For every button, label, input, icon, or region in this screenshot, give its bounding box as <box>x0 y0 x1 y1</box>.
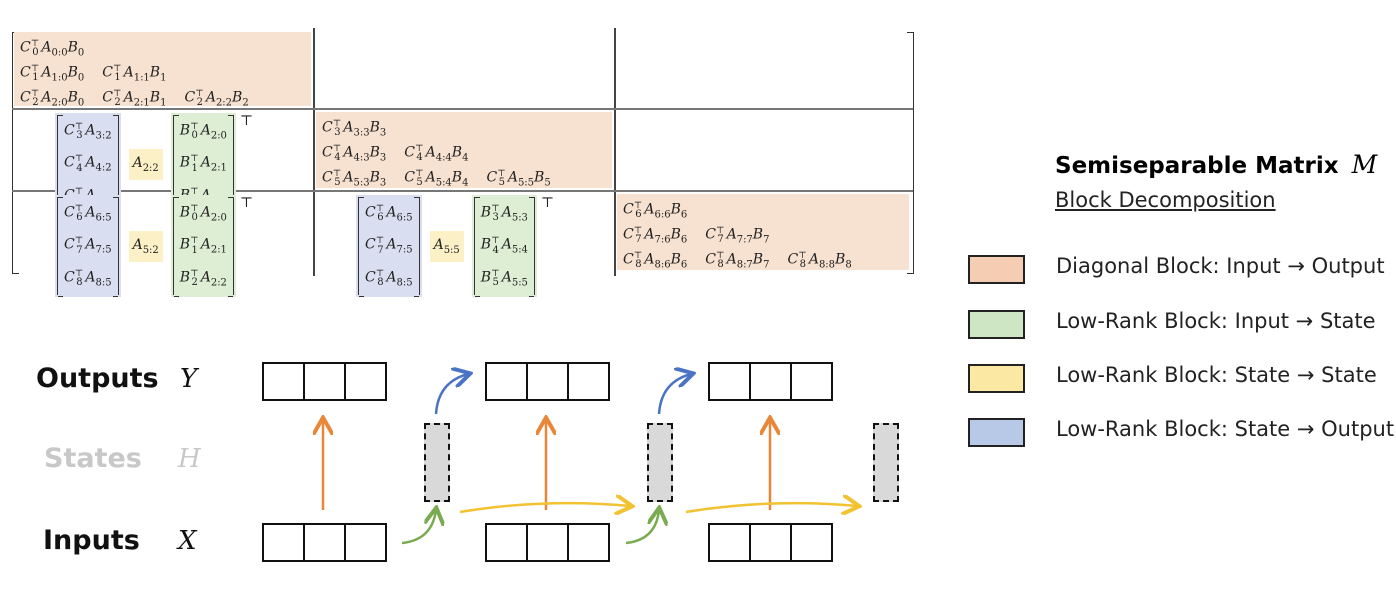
matrix-entry: C⊤8 A8:8B8 <box>787 251 852 271</box>
matrix-entry: C⊤7 A7:5 <box>365 236 413 256</box>
output-chunk <box>262 362 387 401</box>
input-chunk <box>485 523 610 562</box>
matrix-entry: C⊤6 A6:5 <box>365 204 413 224</box>
matrix-entry: C⊤2 A2:2B2 <box>184 89 249 109</box>
input-chunk <box>262 523 387 562</box>
matrix-entry: C⊤2 A2:0B0 <box>20 89 85 109</box>
states-var: H <box>178 444 201 474</box>
matrix-entry: C⊤8 A8:6B6 <box>623 251 688 271</box>
matrix-entry: B⊤0 A2:0 <box>179 122 227 142</box>
diagonal-row: C⊤3 A3:3B3 <box>316 112 612 139</box>
matrix-entry: C⊤7 A7:7B7 <box>705 226 770 246</box>
green-arrow <box>625 510 659 545</box>
legend-swatch <box>968 364 1025 393</box>
matrix-entry: B⊤1 A2:1 <box>179 236 227 256</box>
matrix-entry: B⊤5 A5:5 <box>480 268 528 289</box>
arrows-layer <box>0 0 960 545</box>
output-chunk <box>485 362 610 401</box>
matrix-entry: C⊤5 A5:3B3 <box>322 169 387 189</box>
yellow-arrow <box>685 503 857 512</box>
legend-title: Semiseparable Matrix M <box>1055 150 1377 179</box>
diagonal-row: C⊤2 A2:0B0 C⊤2 A2:1B1 C⊤2 A2:2B2 <box>14 82 311 109</box>
diagonal-row: C⊤8 A8:6B6 C⊤8 A8:7B7 C⊤8 A8:8B8 <box>617 244 909 271</box>
legend-label: Low-Rank Block: State → Output <box>1056 417 1395 441</box>
yellow-arrow <box>459 503 630 512</box>
diagonal-row: C⊤6 A6:6B6 <box>617 194 909 221</box>
input-chunk <box>708 523 833 562</box>
legend-label: Diagonal Block: Input → Output <box>1056 254 1385 278</box>
matrix-entry: C⊤1 A1:1B1 <box>102 64 167 84</box>
matrix-entry: C⊤7 A7:6B6 <box>623 226 688 246</box>
matrix-divider <box>12 190 913 192</box>
matrix-entry: C⊤0 A0:0B0 <box>20 39 85 59</box>
matrix-entry: B⊤0 A2:0 <box>179 204 227 224</box>
transpose-mark: ⊤ <box>239 195 254 211</box>
legend-subtitle: Block Decomposition <box>1055 188 1276 212</box>
matrix-divider <box>313 28 315 276</box>
diagonal-row: C⊤5 A5:3B3 C⊤5 A5:4B4 C⊤5 A5:5B5 <box>316 162 612 189</box>
matrix-entry: C⊤6 A6:6B6 <box>623 201 688 221</box>
matrix-entry: C⊤8 A8:5 <box>64 268 112 289</box>
outputs-label: Outputs <box>36 363 159 394</box>
matrix-entry: C⊤3 A3:2 <box>64 122 112 142</box>
legend-label: Low-Rank Block: State → State <box>1056 363 1377 387</box>
state-transition-factor: A5:2 <box>128 230 163 262</box>
legend-title-text: Semiseparable Matrix <box>1055 153 1339 179</box>
state-box <box>424 423 450 502</box>
diagonal-row: C⊤7 A7:6B6 C⊤7 A7:7B7 <box>617 219 909 246</box>
matrix-entry: C⊤7 A7:5 <box>64 236 112 256</box>
matrix-entry: C⊤4 A4:4B4 <box>404 144 469 164</box>
matrix-entry: C⊤1 A1:0B0 <box>20 64 85 84</box>
blue-arrow <box>657 374 691 415</box>
matrix-entry: B⊤3 A5:3 <box>480 204 528 224</box>
legend-title-var: M <box>1351 150 1378 179</box>
legend-swatch <box>968 310 1025 339</box>
legend-swatch <box>968 255 1025 284</box>
legend-swatch <box>968 418 1025 447</box>
diagonal-row: C⊤4 A4:3B3 C⊤4 A4:4B4 <box>316 137 612 164</box>
matrix-entry: C⊤5 A5:5B5 <box>486 169 551 189</box>
outputs-var: Y <box>180 364 198 394</box>
inputs-var: X <box>178 526 197 556</box>
matrix-divider <box>614 28 616 276</box>
matrix-entry: B⊤2 A2:2 <box>179 268 227 289</box>
state-transition-factor: A2:2 <box>128 148 163 180</box>
diagonal-row: C⊤1 A1:0B0 C⊤1 A1:1B1 <box>14 57 311 84</box>
matrix-entry: C⊤4 A4:2 <box>64 154 112 174</box>
matrix-entry: B⊤1 A2:1 <box>179 154 227 174</box>
matrix-divider <box>12 108 913 110</box>
transpose-mark: ⊤ <box>239 113 254 129</box>
matrix-entry: C⊤8 A8:7B7 <box>705 251 770 271</box>
state-transition-factor: A5:5 <box>429 230 464 262</box>
blue-arrow <box>434 374 468 415</box>
transpose-mark: ⊤ <box>540 195 555 211</box>
inputs-label: Inputs <box>43 525 140 556</box>
matrix-entry: C⊤6 A6:5 <box>64 204 112 224</box>
state-box <box>647 423 673 502</box>
matrix-entry: C⊤8 A8:5 <box>365 268 413 289</box>
states-label: States <box>44 443 142 474</box>
matrix-entry: C⊤3 A3:3B3 <box>322 119 387 139</box>
legend-label: Low-Rank Block: Input → State <box>1056 309 1376 333</box>
matrix-entry: C⊤4 A4:3B3 <box>322 144 387 164</box>
diagonal-row: C⊤0 A0:0B0 <box>14 32 311 59</box>
matrix-entry: C⊤2 A2:1B1 <box>102 89 167 109</box>
matrix-right-bracket <box>907 32 914 274</box>
matrix-entry: B⊤4 A5:4 <box>480 236 528 256</box>
green-arrow <box>401 510 436 545</box>
output-chunk <box>708 362 833 401</box>
matrix-entry: C⊤5 A5:4B4 <box>404 169 469 189</box>
state-box <box>873 423 899 502</box>
